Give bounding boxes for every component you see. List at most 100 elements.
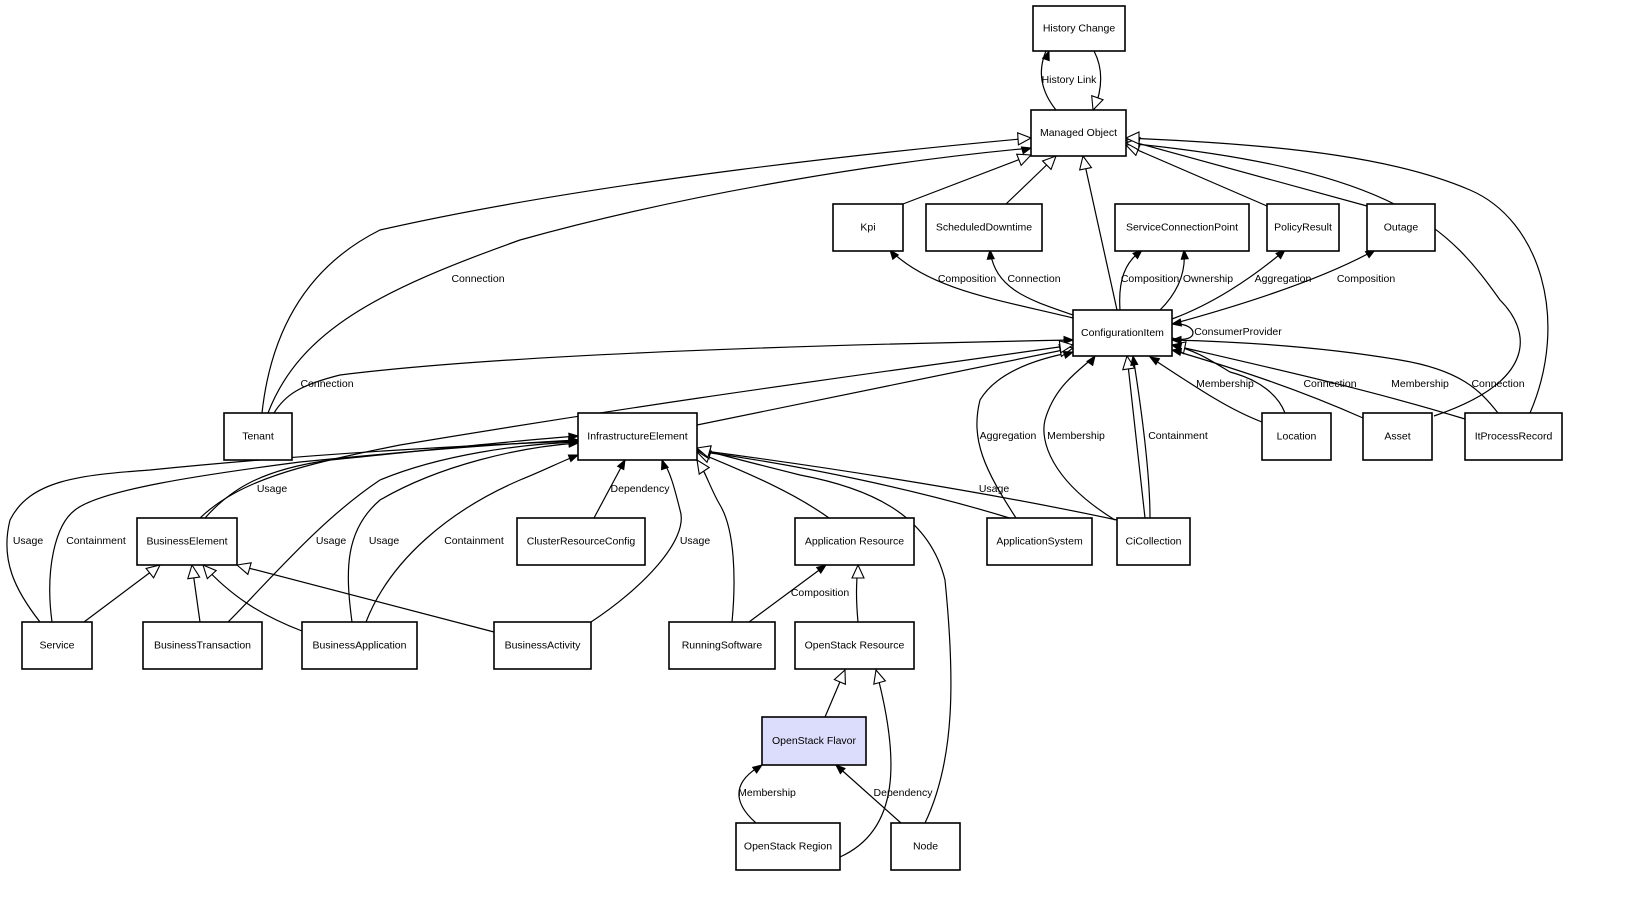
node-box[interactable] [794,621,915,670]
node-asset[interactable]: Asset [1362,412,1433,461]
edge-inheritance-outage-to-managed-object [1125,139,1368,207]
edge-label: Connection [1471,378,1524,390]
edge-label: Composition [1121,273,1180,285]
edge-label: Dependency [874,787,934,799]
node-ci-collection[interactable]: CiCollection [1116,517,1191,566]
node-service-connection-point[interactable]: ServiceConnectionPoint [1114,203,1250,252]
node-box[interactable] [735,822,841,871]
edge-label: Usage [369,535,400,547]
node-box[interactable] [223,412,293,461]
edge-label: Usage [316,535,347,547]
node-outage[interactable]: Outage [1366,203,1436,252]
inheritance-arrowhead-icon [1015,153,1033,167]
node-box[interactable] [668,621,776,670]
node-box[interactable] [1030,109,1127,157]
node-box[interactable] [832,203,904,252]
association-arrowhead-icon [1062,350,1075,360]
edge-label: ConsumerProvider [1194,326,1282,338]
edge-containment-service-to-infrastructure-element [49,439,579,623]
node-box[interactable] [1261,412,1332,461]
node-label: Node [913,841,938,853]
edge-label: Membership [1391,378,1449,390]
node-label: Asset [1384,431,1410,443]
edge-membership-ci-collection-to-configuration-item [1043,355,1116,521]
node-running-software[interactable]: RunningSoftware [668,621,776,670]
edge-label: History Link [1042,74,1098,86]
inheritance-arrowhead-icon [851,563,865,579]
edge-containment-ci-collection-to-configuration-item [1132,355,1151,519]
node-openstack-region[interactable]: OpenStack Region [735,822,841,871]
node-box[interactable] [142,621,263,670]
node-tenant[interactable]: Tenant [223,412,293,461]
node-scheduled-downtime[interactable]: ScheduledDowntime [925,203,1043,252]
node-box[interactable] [986,517,1093,566]
node-label: OpenStack Flavor [772,735,857,747]
edge-label: Usage [979,483,1010,495]
node-kpi[interactable]: Kpi [832,203,904,252]
node-business-activity[interactable]: BusinessActivity [493,621,592,670]
node-label: Service [39,640,74,652]
node-policy-result[interactable]: PolicyResult [1266,203,1340,252]
node-service[interactable]: Service [21,621,93,670]
node-application-system[interactable]: ApplicationSystem [986,517,1093,566]
edge-usage-business-application-to-infrastructure-element [347,442,579,623]
node-business-application[interactable]: BusinessApplication [301,621,418,670]
edge-usage-ci-collection-to-infrastructure-element [696,449,1118,521]
node-box[interactable] [1464,412,1563,461]
node-infrastructure-element[interactable]: InfrastructureElement [577,412,698,461]
node-business-transaction[interactable]: BusinessTransaction [142,621,263,670]
node-box[interactable] [493,621,592,670]
node-openstack-flavor[interactable]: OpenStack Flavor [761,716,867,766]
node-box[interactable] [1116,517,1191,566]
association-arrowhead-icon [834,764,846,775]
edge-inheritance-application-system-to-infrastructure-element [696,450,1017,521]
inheritance-arrowhead-icon [1121,354,1136,371]
node-box[interactable] [761,716,867,766]
node-location[interactable]: Location [1261,412,1332,461]
node-box[interactable] [301,621,418,670]
node-label: ApplicationSystem [996,536,1083,548]
node-label: BusinessApplication [313,640,407,652]
node-it-process-record[interactable]: ItProcessRecord [1464,412,1563,461]
node-box[interactable] [577,412,698,461]
edge-inheritance-location-to-configuration-item [1171,344,1286,414]
edge-inheritance-application-resource-to-infrastructure-element [696,451,830,519]
edge-inheritance-kpi-to-managed-object [902,154,1032,205]
inheritance-arrowhead-icon [873,668,887,685]
node-configuration-item[interactable]: ConfigurationItem [1072,309,1173,357]
node-box[interactable] [925,203,1043,252]
node-node[interactable]: Node [890,822,961,871]
node-box[interactable] [1362,412,1433,461]
node-box[interactable] [890,822,961,871]
edge-connection-tenant-to-configuration-item [273,339,1074,414]
node-history-change[interactable]: History Change [1032,5,1126,52]
node-label: ClusterResourceConfig [527,536,636,548]
node-box[interactable] [1072,309,1173,357]
node-application-resource[interactable]: Application Resource [794,517,915,566]
edge-connection-asset-to-configuration-item [1171,349,1364,419]
node-box[interactable] [1366,203,1436,252]
node-box[interactable] [516,517,646,566]
node-label: Outage [1384,222,1419,234]
node-box[interactable] [1114,203,1250,252]
node-box[interactable] [794,517,915,566]
node-openstack-resource[interactable]: OpenStack Resource [794,621,915,670]
node-cluster-resource-config[interactable]: ClusterResourceConfig [516,517,646,566]
node-box[interactable] [136,517,238,566]
node-managed-object[interactable]: Managed Object [1030,109,1127,157]
edge-label: Usage [680,535,711,547]
inheritance-arrowhead-icon [1091,94,1105,112]
node-box[interactable] [21,621,93,670]
edge-inheritance-business-activity-to-business-element [236,564,495,633]
node-box[interactable] [1032,5,1126,52]
association-arrowhead-icon [567,454,580,463]
node-label: ItProcessRecord [1475,431,1553,443]
association-arrowhead-icon [568,439,580,448]
node-business-element[interactable]: BusinessElement [136,517,238,566]
edge-usage-business-activity-to-infrastructure-element [590,459,682,623]
node-box[interactable] [1266,203,1340,252]
node-label: ConfigurationItem [1081,327,1164,339]
association-arrowhead-icon [1020,146,1033,155]
